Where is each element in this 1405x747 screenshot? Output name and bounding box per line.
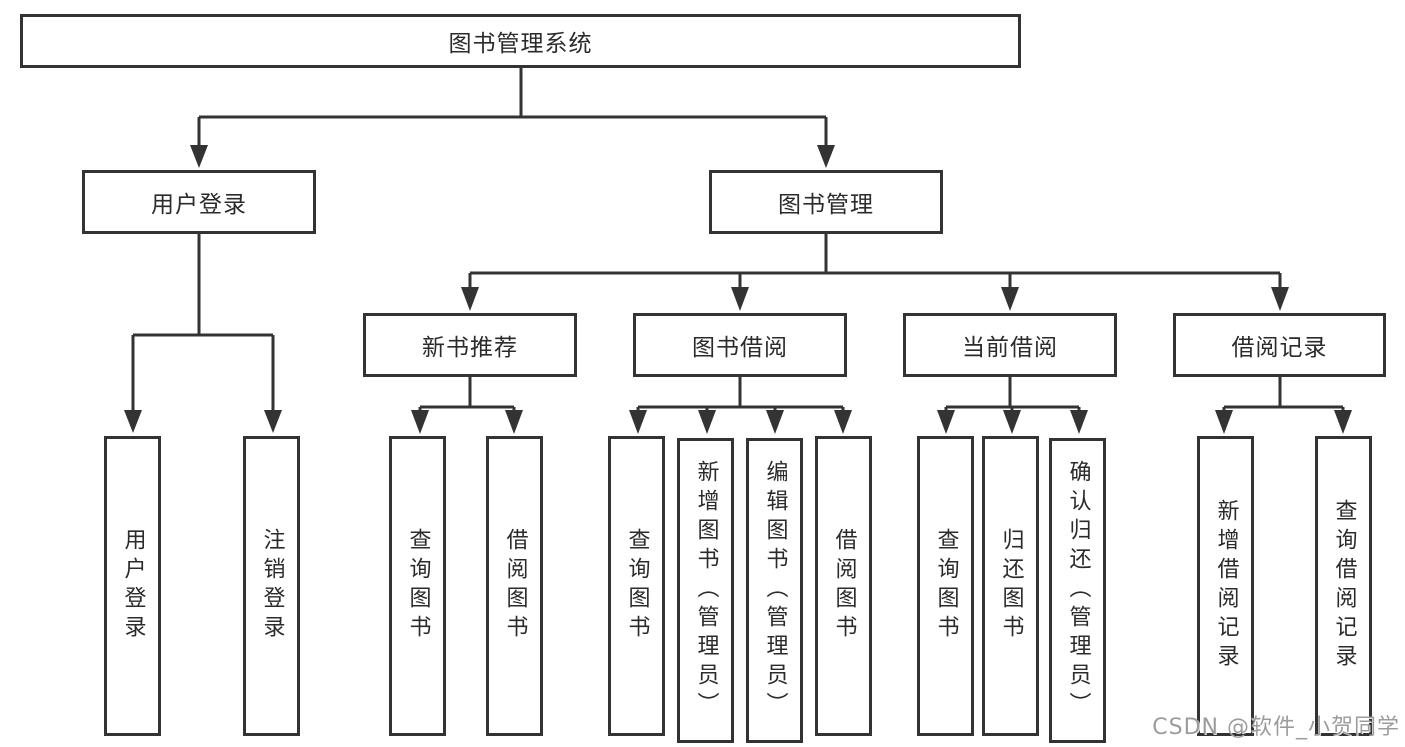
- leaf-borrow-query-books: 查询图书: [608, 436, 665, 736]
- leaf-records-query-borrow-record: 查询借阅记录: [1315, 436, 1372, 736]
- leaf-records-add-borrow-record: 新增借阅记录: [1197, 436, 1254, 736]
- node-user-login: 用户登录: [82, 170, 316, 234]
- watermark-text: CSDN @软件_小贺同学: [1152, 715, 1400, 740]
- leaf-current-confirm-return-admin: 确认归还（管理员）: [1049, 438, 1106, 743]
- node-book-management: 图书管理: [709, 170, 943, 234]
- leaf-borrow-borrow-books: 借阅图书: [815, 436, 872, 736]
- leaf-borrow-edit-books-admin: 编辑图书（管理员）: [746, 438, 803, 743]
- connector-paths: [131, 68, 1345, 411]
- node-root: 图书管理系统: [20, 14, 1021, 68]
- node-new-book-recommendation: 新书推荐: [363, 313, 577, 377]
- leaf-borrow-add-books-admin: 新增图书（管理员）: [677, 438, 734, 743]
- node-book-borrowing: 图书借阅: [633, 313, 847, 377]
- leaf-recommend-query-books: 查询图书: [389, 436, 446, 736]
- arrowheads: [124, 145, 1352, 434]
- node-current-borrowing: 当前借阅: [903, 313, 1117, 377]
- leaf-current-return-books: 归还图书: [982, 436, 1039, 736]
- node-borrowing-records: 借阅记录: [1173, 313, 1386, 377]
- leaf-current-query-books: 查询图书: [917, 436, 974, 736]
- leaf-logout: 注销登录: [243, 436, 300, 736]
- leaf-user-login: 用户登录: [104, 436, 161, 736]
- leaf-recommend-borrow-books: 借阅图书: [486, 436, 543, 736]
